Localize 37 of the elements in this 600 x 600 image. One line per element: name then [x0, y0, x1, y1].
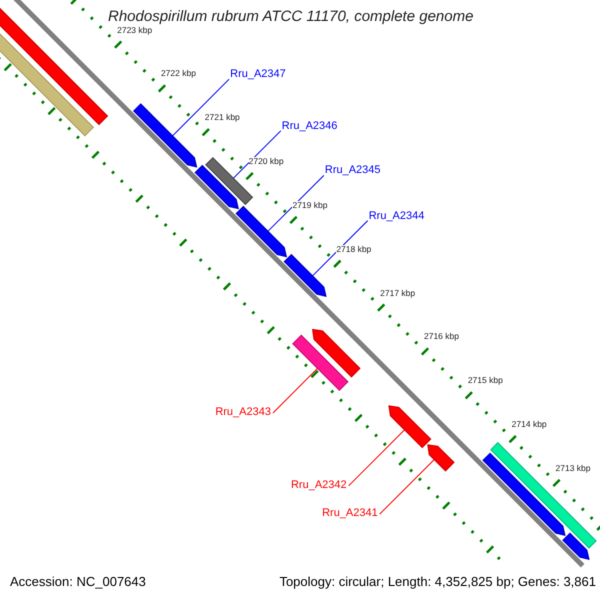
- leader-line: [268, 174, 324, 232]
- gene-label: Rru_A2343: [215, 406, 271, 418]
- gene-feature: [194, 164, 239, 210]
- gene-feature: [284, 254, 327, 297]
- gene-feature: [427, 444, 455, 472]
- scale-label: 2718 kbp: [336, 244, 372, 254]
- scale-label: 2722 kbp: [160, 69, 196, 79]
- gene-label: Rru_A2341: [322, 507, 378, 520]
- gene-label: Rru_A2346: [282, 120, 338, 132]
- gene-label: Rru_A2344: [368, 210, 424, 222]
- leader-line: [232, 130, 282, 179]
- leader-line: [348, 429, 405, 486]
- scale-label: 2714 kbp: [512, 420, 547, 430]
- leader-line: [172, 78, 230, 136]
- scale-label: 2719 kbp: [292, 200, 328, 210]
- scale-label: 2717 kbp: [380, 288, 416, 298]
- gene-feature: [312, 328, 361, 378]
- leader-line: [312, 220, 368, 276]
- leader-line: [272, 368, 318, 414]
- gene-label: Rru_A2342: [290, 478, 347, 491]
- gene-feature: [133, 103, 198, 168]
- leader-line: [379, 459, 435, 515]
- gene-bar: [292, 334, 349, 391]
- scale-label: 2713 kbp: [556, 464, 590, 474]
- scale-label: 2720 kbp: [248, 157, 284, 166]
- gene-feature: [562, 532, 590, 560]
- scale-label: 2721 kbp: [204, 113, 240, 123]
- scale-label: 2716 kbp: [424, 332, 459, 342]
- title: Rhodospirillum rubrum ATCC 11170, complete genome: [108, 9, 474, 26]
- accession-text: Accession: NC_007643: [10, 575, 146, 590]
- gene-feature: [236, 206, 288, 258]
- gene-label: Rru_A2347: [230, 68, 286, 80]
- gene-label: Rru_A2345: [324, 164, 381, 176]
- scale-label: 2715 kbp: [468, 376, 503, 386]
- gene-feature: [388, 405, 432, 448]
- genome-info-text: Topology: circular; Length: 4,352,825 bp; Genes: 3,861: [279, 575, 596, 590]
- gene-bar: [490, 442, 597, 549]
